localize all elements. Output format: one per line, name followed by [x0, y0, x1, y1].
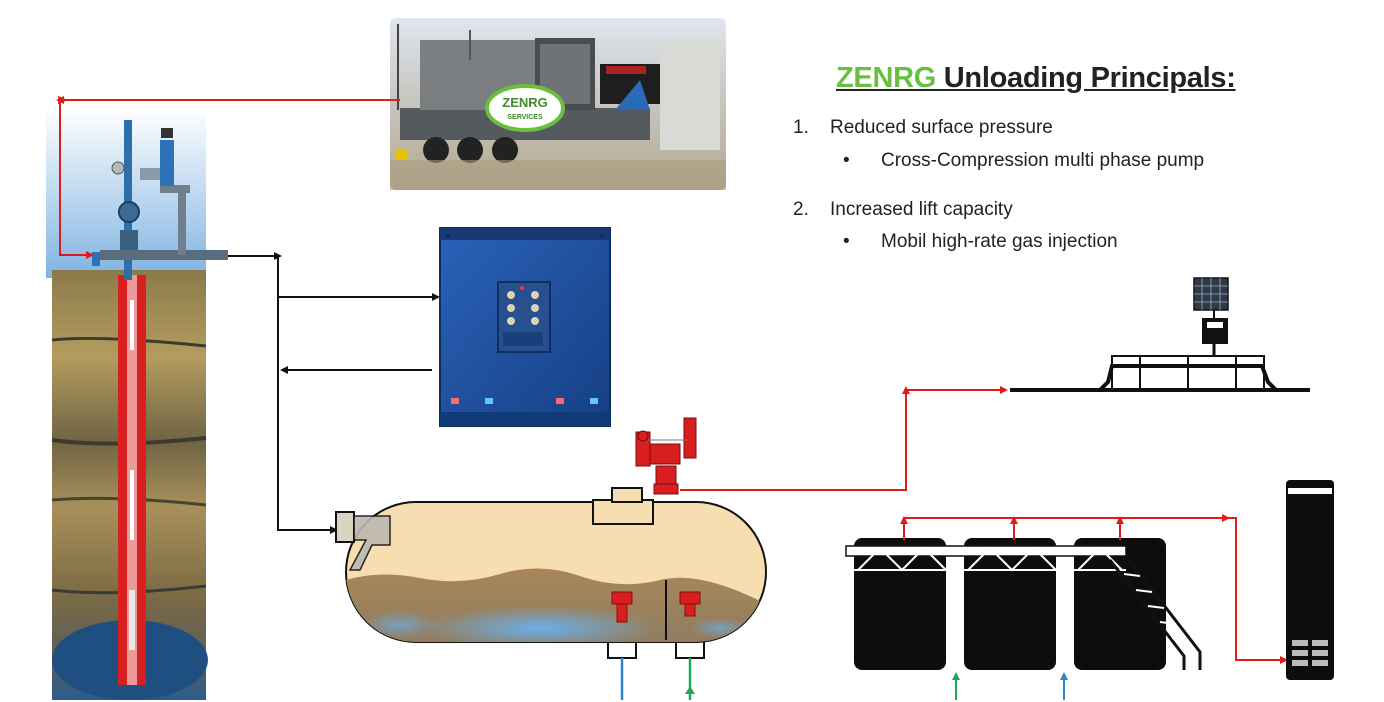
- wellhead-icon: [46, 108, 228, 700]
- relief-valve-icon: [635, 417, 697, 495]
- principle-2-number: 2.: [793, 199, 809, 220]
- flare-stack-icon: [1286, 480, 1334, 680]
- solar-panel-icon: [1193, 277, 1229, 311]
- gas-injection-line: [56, 96, 400, 259]
- flow-arrowheads: [274, 252, 440, 534]
- vent-arrowheads: [900, 514, 1288, 664]
- principle-2-detail: Mobil high-rate gas injection: [881, 231, 1118, 252]
- gas-sales-line: [680, 389, 1000, 491]
- logo-line2: SERVICES: [507, 114, 543, 121]
- principle-2: 2. Increased lift capacity: [793, 199, 1013, 221]
- principle-1: 1. Reduced surface pressure: [793, 117, 1053, 139]
- title-brand: ZENRG: [836, 62, 937, 94]
- control-panel-icon: [439, 227, 611, 427]
- production-flow-lines: [228, 255, 432, 531]
- principle-1-bullet: •: [843, 150, 850, 171]
- separator-vessel-icon: [335, 487, 767, 700]
- principle-1-detail: Cross-Compression multi phase pump: [881, 150, 1205, 171]
- page-title: ZENRG Unloading Principals:: [836, 62, 1236, 95]
- flow-meter-icon: [1010, 308, 1310, 392]
- storage-tank-icon: [845, 538, 1202, 700]
- principle-1-label: Reduced surface pressure: [830, 117, 1053, 138]
- logo-line1: ZENRG: [502, 95, 548, 110]
- principle-2-label: Increased lift capacity: [830, 199, 1013, 220]
- compressor-trailer-icon: ZENRG SERVICES: [390, 18, 726, 190]
- principle-1-number: 1.: [793, 117, 809, 138]
- principle-2-bullet: •: [843, 231, 850, 252]
- title-rest: Unloading Principals:: [936, 62, 1236, 94]
